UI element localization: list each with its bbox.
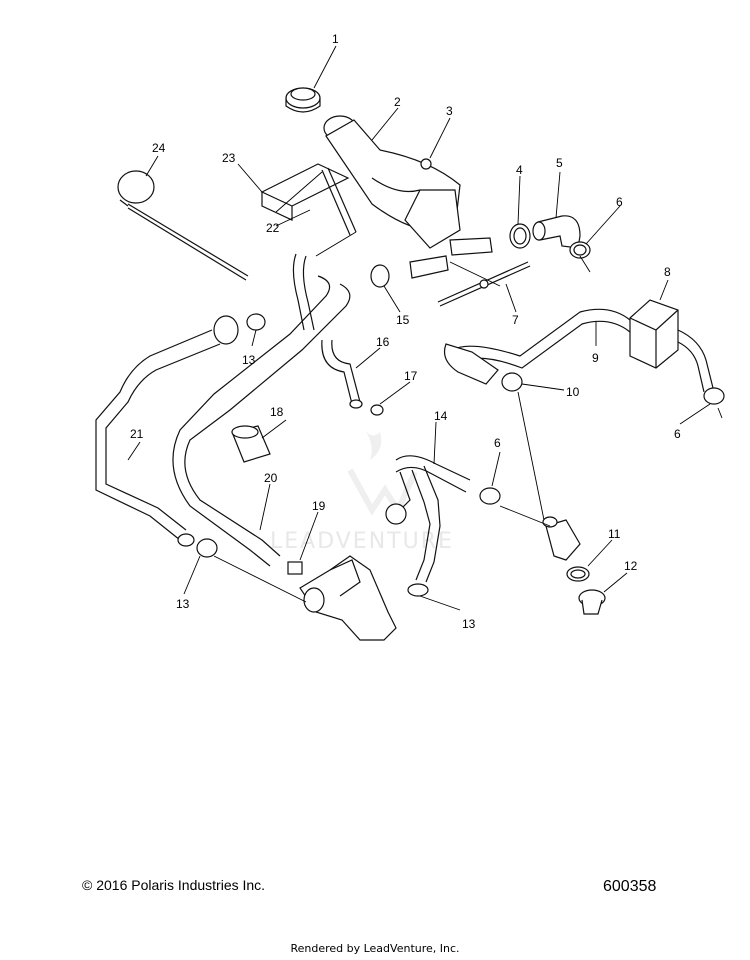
- callout-4: 4: [516, 163, 523, 177]
- part-6-clamp-b: [703, 387, 725, 405]
- part-20-hose: [172, 253, 351, 567]
- part-4-clamp: [509, 223, 531, 249]
- part-15-clamp: [370, 255, 449, 288]
- callout-1: 1: [332, 32, 339, 46]
- part-10-clamp: [501, 372, 523, 392]
- callout-6b: 6: [674, 427, 681, 441]
- callout-12: 12: [624, 559, 638, 573]
- callout-11: 11: [608, 527, 621, 541]
- callout-22: 22: [266, 221, 280, 235]
- part-22-23: [260, 163, 357, 236]
- callout-24: 24: [152, 141, 166, 155]
- callout-2: 2: [394, 95, 401, 109]
- part-18-sleeve: [231, 425, 271, 463]
- watermark: LEADVENTURE: [270, 430, 454, 554]
- part-2-reservoir: [323, 115, 493, 256]
- callout-10: 10: [566, 385, 580, 399]
- callout-23: 23: [222, 151, 236, 165]
- thermostat-housing: [299, 555, 397, 641]
- callout-18: 18: [270, 405, 284, 419]
- copyright-notice: © 2016 Polaris Industries Inc.: [82, 877, 266, 893]
- part-5-elbow: [532, 215, 581, 249]
- document-number: 600358: [603, 878, 657, 895]
- callout-19: 19: [312, 499, 326, 513]
- callout-6a: 6: [616, 195, 623, 209]
- part-24-loop: [117, 170, 249, 281]
- callout-9: 9: [592, 351, 599, 365]
- callout-5: 5: [556, 156, 563, 170]
- rendered-by-notice: Rendered by LeadVenture, Inc.: [290, 942, 460, 955]
- part-8-box: [629, 299, 679, 369]
- part-9-hose: [443, 308, 715, 393]
- part-fitting: [542, 516, 581, 561]
- callout-20: 20: [264, 471, 278, 485]
- callout-13c: 13: [462, 617, 476, 631]
- part-17-cap: [370, 404, 384, 416]
- callout-21: 21: [130, 427, 144, 441]
- part-13-clamp-c: [407, 583, 429, 597]
- part-13-clamp-b: [196, 538, 218, 558]
- part-11-gasket: [566, 566, 590, 582]
- part-19-clamp: [287, 561, 303, 575]
- part-12-thermostat: [578, 589, 606, 615]
- part-3-grommet: [420, 158, 432, 170]
- callout-3: 3: [446, 104, 453, 118]
- part-6-clamp-a: [569, 241, 591, 259]
- callout-14: 14: [434, 409, 448, 423]
- part-7-rod: [437, 261, 531, 307]
- watermark-text: LEADVENTURE: [270, 529, 454, 554]
- part-6-clamp-c: [479, 487, 501, 505]
- callout-13b: 13: [176, 597, 190, 611]
- part-16-hose: [321, 339, 363, 409]
- callout-6c: 6: [494, 436, 501, 450]
- leader-lines: [127, 45, 723, 611]
- callout-15: 15: [396, 313, 410, 327]
- callout-13a: 13: [242, 353, 256, 367]
- callout-8: 8: [664, 265, 671, 279]
- callout-16: 16: [376, 335, 390, 349]
- part-14-hose: [385, 455, 471, 583]
- part-1-cap: [285, 87, 321, 113]
- part-21-hose: [95, 315, 239, 547]
- part-13-clamp-a: [246, 313, 266, 331]
- callout-17: 17: [404, 369, 418, 383]
- callouts: 1 2 3 4 5 6 7 8 9 10 6 11 12 6 14 13 16 …: [130, 32, 681, 631]
- callout-7: 7: [512, 313, 519, 327]
